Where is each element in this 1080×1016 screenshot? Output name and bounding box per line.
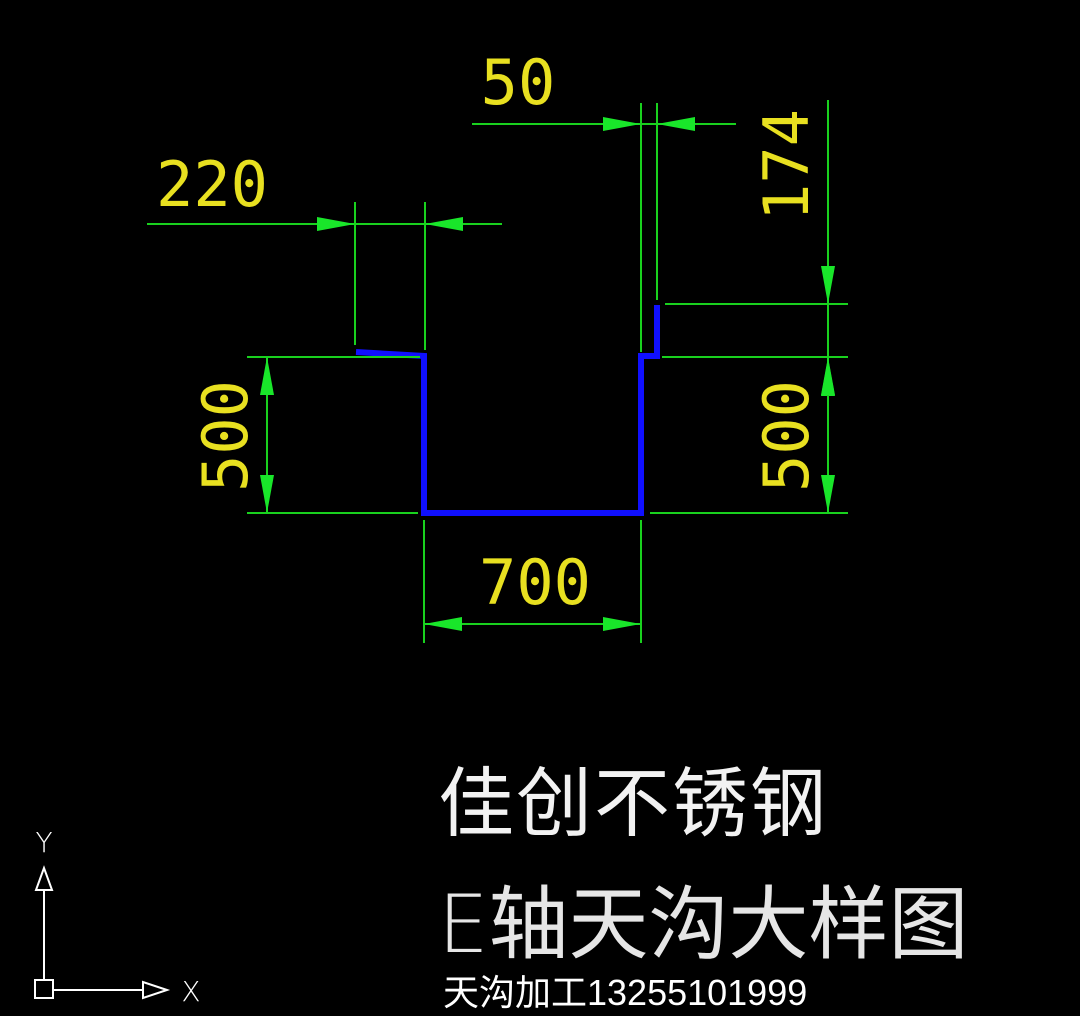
ucs-y-label: Y <box>35 826 52 859</box>
dim-text-220: 220 <box>156 148 268 221</box>
dimension-500-left: 500 <box>189 356 420 514</box>
dim-text-174: 174 <box>750 109 823 221</box>
dim-text-500-left: 500 <box>189 380 262 492</box>
company-name: 佳创不锈钢 <box>438 759 828 848</box>
ucs-icon: Y X <box>34 826 201 1008</box>
dimension-174: 174 <box>665 100 848 396</box>
dimension-50: 50 <box>472 46 736 352</box>
dim-text-700: 700 <box>479 546 591 619</box>
contact-line: 天沟加工13255101999 <box>443 972 808 1013</box>
ucs-x-label: X <box>181 975 200 1008</box>
gutter-profile <box>355 305 660 516</box>
dim-text-50: 50 <box>481 46 556 119</box>
dimension-500-right: 500 <box>650 356 848 514</box>
drawing-title: E轴天沟大样图 <box>438 878 969 971</box>
dim-text-500-right: 500 <box>750 380 823 492</box>
dimension-220: 220 <box>147 148 502 350</box>
dimension-700: 700 <box>423 520 642 643</box>
